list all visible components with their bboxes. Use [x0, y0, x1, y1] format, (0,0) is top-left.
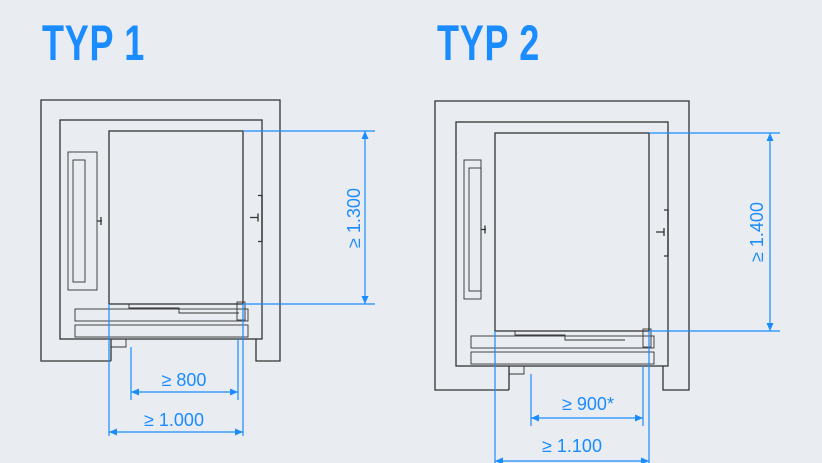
rail-bracket [97, 217, 102, 225]
door-jamb [642, 328, 652, 348]
cabin [108, 130, 244, 305]
shaft-wall [40, 99, 281, 362]
shaft-inner [59, 119, 263, 340]
arrowhead [361, 131, 369, 139]
arrowhead [641, 457, 649, 463]
cabin [494, 132, 650, 332]
arrowhead [495, 457, 503, 463]
type-2-door-label: ≥ 900* [562, 394, 614, 414]
door-panel-edge [495, 330, 625, 341]
arrowhead [361, 296, 369, 304]
door-panel [470, 351, 655, 365]
type-2-depth-label: ≥ 1.400 [747, 202, 767, 262]
counterweight-frame [463, 159, 482, 300]
door-sill [110, 339, 127, 348]
guide-rail [250, 194, 263, 243]
door-jamb [236, 301, 246, 321]
door-panel-edge [109, 303, 239, 314]
shaft-inner [455, 121, 669, 367]
arrowhead [235, 428, 243, 436]
arrowhead [109, 428, 117, 436]
type-2-width-label: ≥ 1.100 [542, 436, 602, 456]
door-panel [470, 335, 655, 349]
type-2-title: TYP 2 [437, 15, 540, 71]
door-panel [74, 308, 249, 322]
type-1-depth-label: ≥ 1.300 [344, 188, 364, 248]
type-1-plan: ≥ 1.300 ≥ 800 ≥ 1.000 [40, 99, 375, 436]
shaft-wall [434, 100, 690, 391]
guide-rail [656, 209, 669, 257]
door-sill [508, 366, 525, 375]
type-1-door-label: ≥ 800 [162, 370, 207, 390]
arrowhead [131, 388, 139, 396]
type-1-title: TYP 1 [42, 15, 145, 71]
arrowhead [531, 414, 539, 422]
arrowhead [230, 388, 238, 396]
door-panel [74, 324, 249, 338]
type-2-plan: ≥ 1.400 ≥ 900* ≥ 1.100 [434, 100, 780, 463]
counterweight-frame [67, 151, 98, 291]
arrowhead [766, 133, 774, 141]
arrowhead [635, 414, 643, 422]
type-1-width-label: ≥ 1.000 [144, 410, 204, 430]
counterweight [468, 167, 482, 292]
arrowhead [766, 323, 774, 331]
rail-bracket [481, 225, 486, 234]
counterweight [72, 159, 86, 283]
